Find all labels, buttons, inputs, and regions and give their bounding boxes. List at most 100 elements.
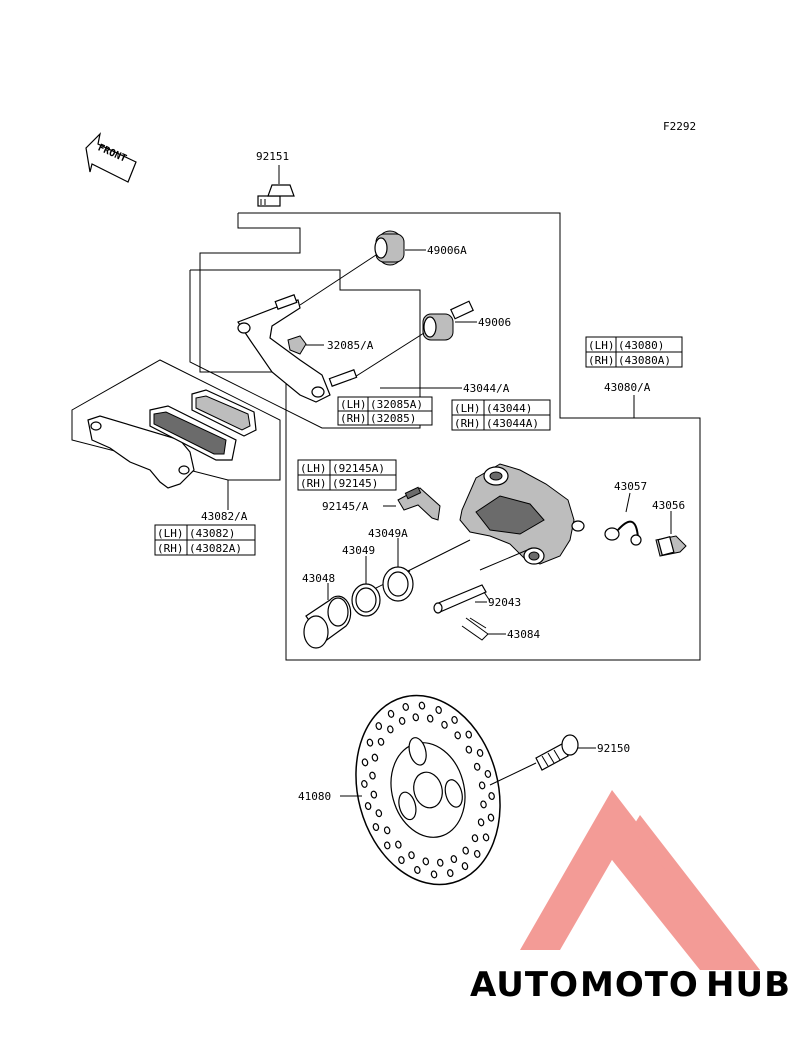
disc-hole: [366, 738, 374, 747]
t43044-r1-part: (43044): [486, 402, 532, 415]
label-43048: 43048: [302, 572, 335, 585]
watermark-logo-icon: [520, 790, 760, 970]
seal-43049: [351, 583, 381, 617]
t43044-r2-side: (RH): [454, 417, 481, 430]
disc-hole: [426, 714, 434, 723]
bracket-group-outline: [189, 269, 421, 429]
t43082-r1-part: (43082): [189, 527, 235, 540]
disc-hole: [473, 762, 481, 771]
label-92145A: 92145/A: [322, 500, 369, 513]
label-43056: 43056: [652, 499, 685, 512]
disc-hole: [408, 851, 415, 860]
disc-hole: [480, 800, 487, 809]
disc-hole: [395, 840, 402, 849]
disc-hole: [484, 770, 492, 778]
disc-hole: [465, 730, 473, 739]
label-43084: 43084: [507, 628, 540, 641]
bolt-92150: [535, 734, 579, 771]
disc-hole: [387, 725, 394, 734]
t43082-r2-part: (43082A): [189, 542, 242, 555]
label-49006A: 49006A: [427, 244, 467, 257]
label-43049: 43049: [342, 544, 375, 557]
disc-hole: [383, 841, 391, 850]
disc-hole: [364, 802, 372, 810]
disc-hole: [450, 855, 458, 864]
variant-table-43082: (LH) (43082) (RH) (43082A): [154, 524, 256, 556]
disc-hole: [487, 813, 495, 822]
front-arrow-icon: FRONT: [85, 132, 137, 183]
disc-hole: [387, 709, 395, 718]
disc-hole: [451, 715, 458, 724]
t92145-r1-part: (92145A): [332, 462, 385, 475]
variant-table-92145: (LH) (92145A) (RH) (92145): [297, 459, 397, 491]
variant-table-43044: (LH) (43044) (RH) (43044A): [451, 399, 551, 431]
disc-hole: [375, 722, 383, 731]
cap-43057: [604, 520, 642, 546]
t32085-r2-part: (32085): [370, 412, 416, 425]
seal-43049A: [382, 566, 414, 602]
variant-table-43080: (LH) (43080) (RH) (43080A): [585, 336, 683, 368]
label-92043: 92043: [488, 596, 521, 609]
label-92150: 92150: [597, 742, 630, 755]
label-43044A: 43044/A: [463, 382, 510, 395]
disc-hole: [482, 833, 490, 842]
disc-hole: [488, 792, 495, 800]
disc-hole: [370, 790, 378, 799]
disc-hole: [422, 857, 430, 866]
t43082-r1-side: (LH): [157, 527, 184, 540]
disc-hole: [402, 702, 410, 711]
brake-pads-43082: [87, 389, 257, 489]
disc-hole: [377, 737, 385, 746]
disc-hole: [414, 866, 421, 874]
disc-hole: [462, 846, 469, 855]
disc-hole: [461, 862, 469, 871]
disc-hole: [383, 826, 391, 835]
clip-43084: [461, 617, 489, 641]
label-32085A: 32085/A: [327, 339, 374, 352]
disc-hole: [478, 781, 486, 790]
watermark-part1: AUTO: [470, 965, 579, 1005]
disc-hole: [430, 870, 438, 879]
label-43080A: 43080/A: [604, 381, 651, 394]
t92145-r2-part: (92145): [332, 477, 378, 490]
disc-hole: [398, 856, 405, 865]
disc-hole: [477, 818, 485, 827]
label-43082A: 43082/A: [201, 510, 248, 523]
disc-hole: [361, 780, 368, 788]
caliper-body-43080: [459, 463, 585, 565]
disc-hole: [473, 849, 481, 858]
disc-hole: [398, 716, 406, 725]
pad-spring-92145: [397, 486, 441, 521]
caliper-bracket-43044: [237, 294, 358, 403]
t92145-r2-side: (RH): [300, 477, 327, 490]
disc-hole: [361, 758, 369, 767]
t43044-r1-side: (LH): [454, 402, 481, 415]
disc-hole: [372, 823, 380, 831]
t43080-r1-part: (43080): [618, 339, 664, 352]
disc-hole: [454, 731, 461, 740]
pin-92043: [433, 584, 487, 614]
disc-hole: [435, 706, 442, 714]
t43044-r2-part: (43044A): [486, 417, 539, 430]
label-43049A: 43049A: [368, 527, 408, 540]
piston-43048: [303, 595, 352, 649]
t92145-r1-side: (LH): [300, 462, 327, 475]
label-43057: 43057: [614, 480, 647, 493]
t43080-r2-side: (RH): [588, 354, 615, 367]
label-92151: 92151: [256, 150, 289, 163]
disc-hole: [375, 809, 383, 818]
disc-hole: [436, 858, 444, 867]
label-49006: 49006: [478, 316, 511, 329]
pin-boot-49006A: [374, 230, 405, 266]
watermark-part2: MOTO: [580, 965, 699, 1005]
t32085-r1-part: (32085A): [370, 398, 423, 411]
disc-hole: [471, 834, 479, 843]
disc-hole: [446, 869, 454, 878]
disc-hole: [369, 771, 376, 780]
disc-hole: [371, 753, 379, 762]
bolt-92151: [257, 184, 295, 207]
brake-disc-41080: [355, 694, 501, 886]
t43080-r1-side: (LH): [588, 339, 615, 352]
